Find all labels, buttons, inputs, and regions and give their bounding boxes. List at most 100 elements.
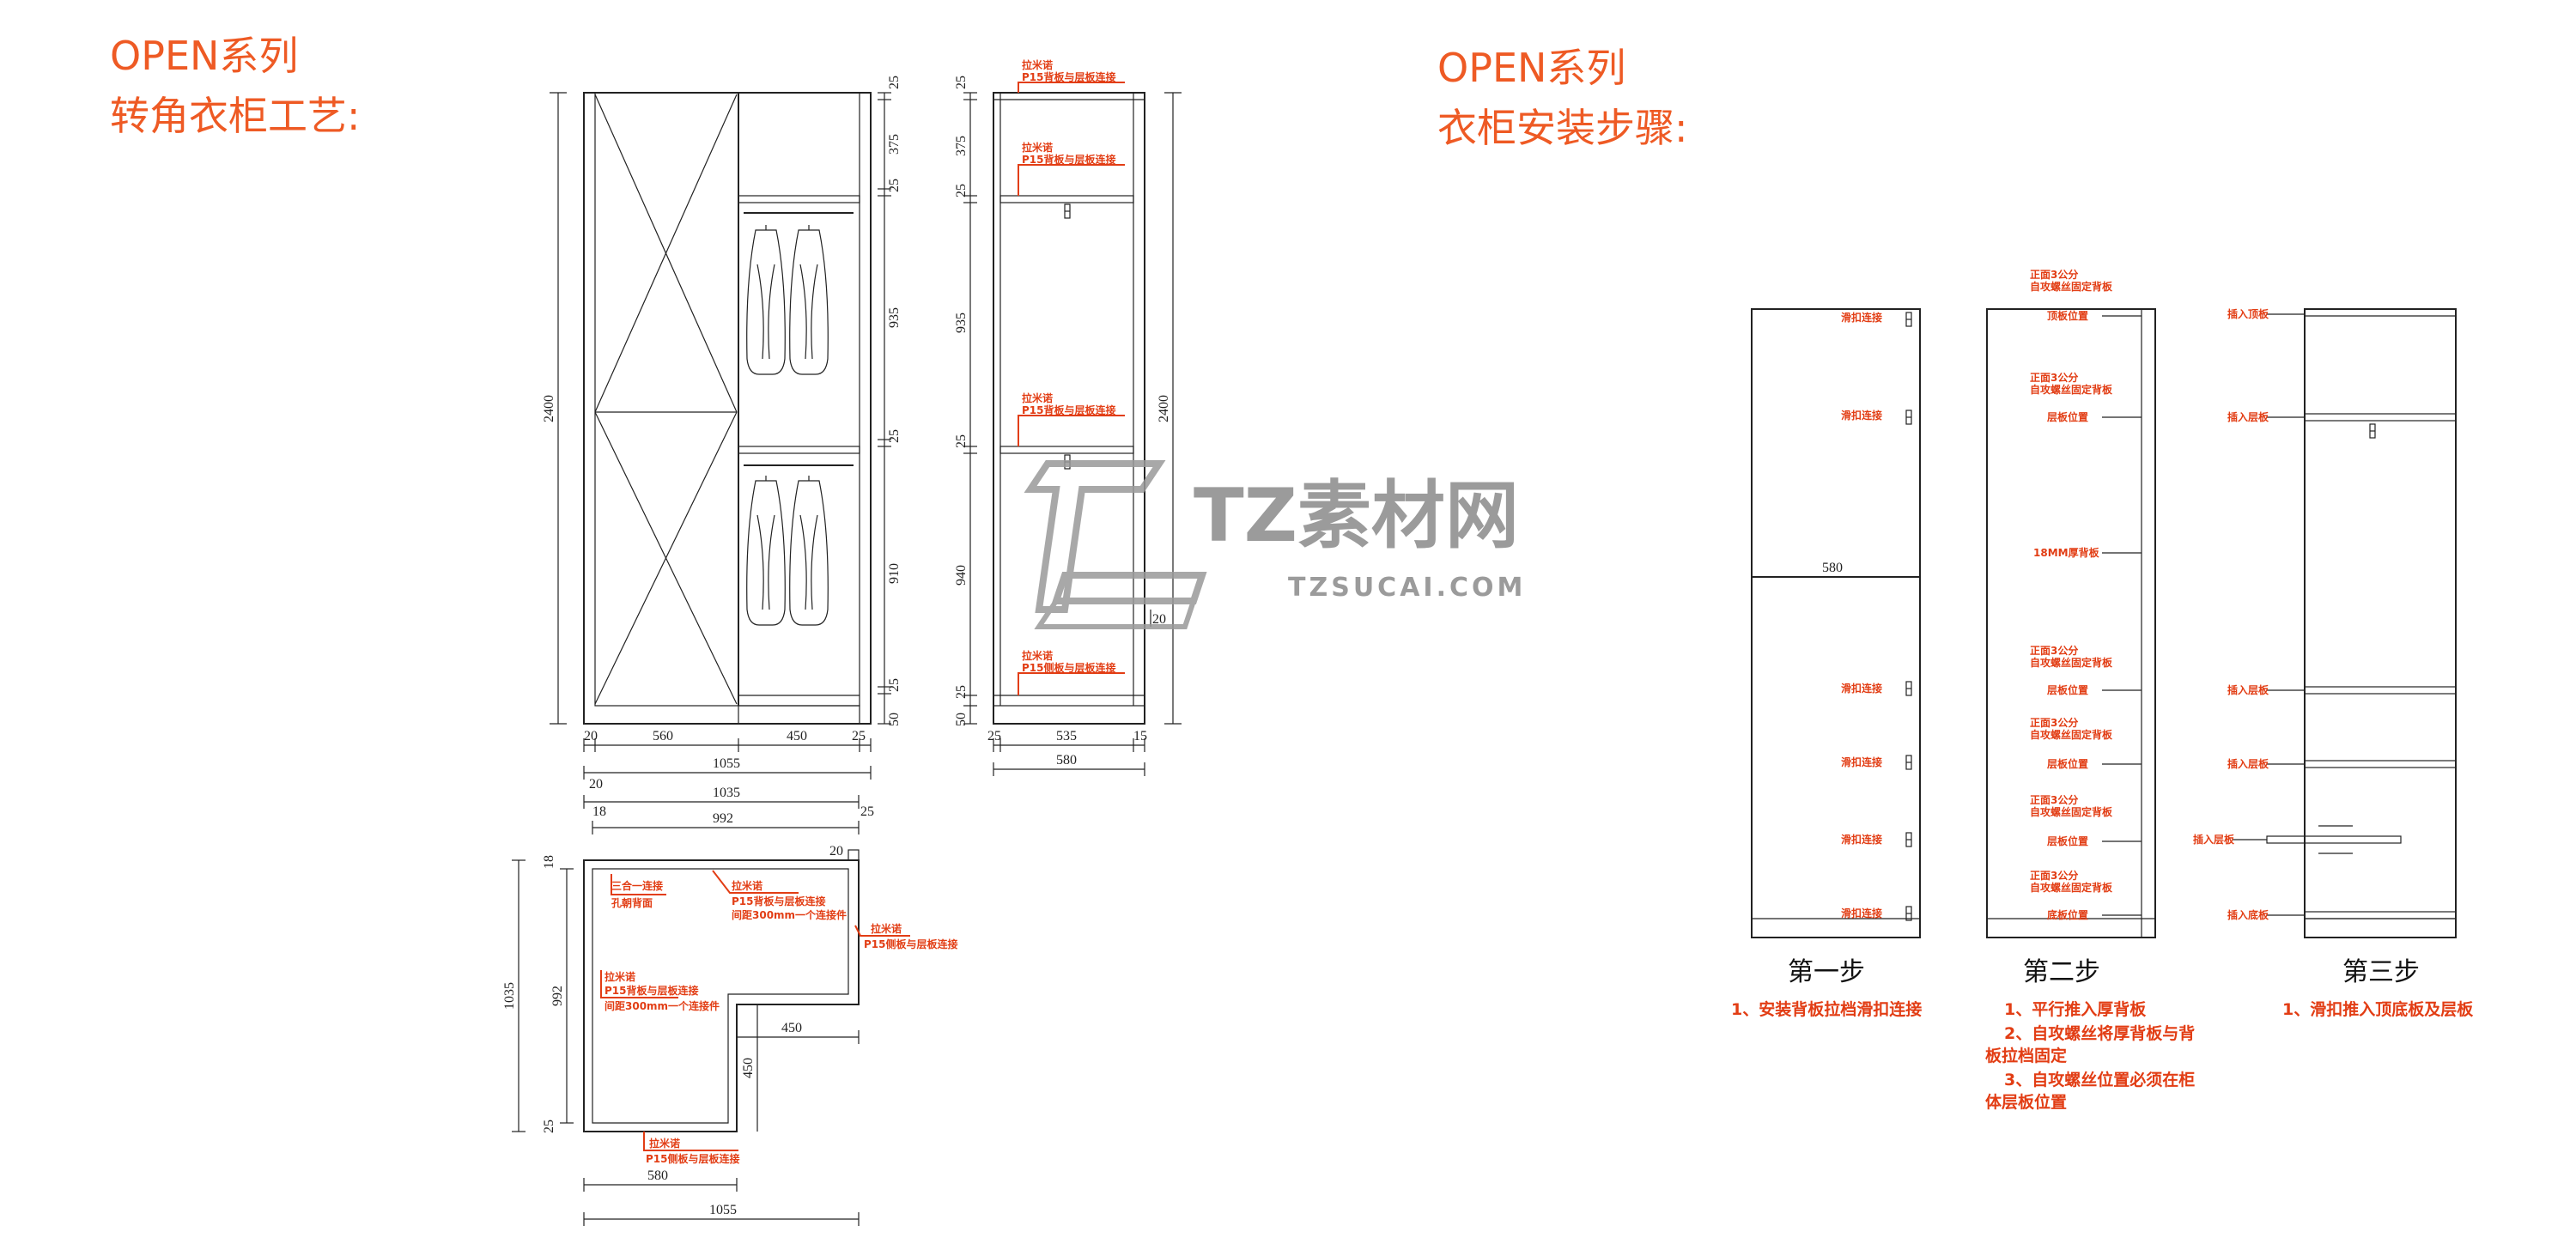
- plan-top-dim: 18: [592, 804, 606, 819]
- step-3-label: 插入层板: [2227, 410, 2269, 423]
- plan-top-dim: 1035: [713, 786, 740, 800]
- step-2-label-l1: 正面3公分: [2030, 869, 2078, 882]
- side-view: 拉米诺 P15背板与层板连接 拉米诺 P15背板与层板连接 拉米诺 P15背板与…: [954, 58, 1182, 776]
- front-seg-height: 25: [887, 678, 902, 692]
- step-3-label: 插入顶板: [2227, 307, 2269, 320]
- side-seg-height: 940: [954, 565, 969, 586]
- plan-left-dim: 18: [542, 855, 556, 869]
- step-2-label-l1: 正面3公分: [2030, 793, 2078, 806]
- side-label-title: 拉米诺: [1022, 58, 1053, 71]
- plan-bottom-1055: 1055: [709, 1203, 737, 1217]
- plan-inner-450-v: 450: [741, 1058, 756, 1078]
- step-2-title: 第二步: [2023, 957, 2100, 987]
- hanger-icon: [746, 475, 786, 626]
- step-3: 插入顶板 插入层板 插入层板 插入层板 插入层板 插入底板 第三步 1、滑扣推入…: [2193, 307, 2474, 1019]
- step-2-label-l3: 顶板位置: [2047, 309, 2088, 322]
- step-2-label-l3: 底板位置: [2047, 908, 2088, 921]
- plan-bottom-580: 580: [647, 1168, 668, 1183]
- side-height-total: 2400: [1157, 395, 1171, 422]
- plan-label-sub2: 间距300mm一个连接件: [605, 999, 720, 1012]
- step-2-label-l1: 正面3公分: [2030, 371, 2078, 384]
- front-seg-height: 375: [887, 134, 902, 155]
- front-seg-height: 25: [887, 429, 902, 443]
- plan-left-dim: 1035: [502, 982, 517, 1010]
- step-2-label-l1: 正面3公分: [2030, 268, 2078, 281]
- step-2-label-l2: 自攻螺丝固定背板: [2030, 656, 2113, 669]
- side-seg-height: 375: [954, 136, 969, 156]
- right-heading-title: 衣柜安装步骤:: [1437, 105, 1688, 151]
- front-seg-height: 50: [887, 713, 902, 726]
- front-height-total: 2400: [542, 395, 556, 422]
- plan-left-dim: 25: [542, 1120, 556, 1133]
- front-total-width: 1055: [713, 756, 740, 771]
- step-2-label-l2: 自攻螺丝固定背板: [2030, 383, 2113, 396]
- tz-logo-icon: [1024, 460, 1207, 629]
- step-1-width: 580: [1822, 561, 1843, 575]
- side-total-width: 580: [1056, 753, 1077, 768]
- plan-label-sub2: 间距300mm一个连接件: [732, 908, 847, 921]
- front-seg-height: 935: [887, 307, 902, 328]
- step-2-label-l3: 18MM厚背板: [2033, 546, 2100, 559]
- step-3-label: 插入底板: [2227, 908, 2269, 921]
- step-2-label-l2: 自攻螺丝固定背板: [2030, 881, 2113, 894]
- side-label-sub: P15背板与层板连接: [1022, 153, 1116, 166]
- side-seg-height: 50: [954, 713, 969, 726]
- right-heading-series: OPEN系列: [1437, 45, 1626, 91]
- side-seg-height: 25: [954, 184, 969, 197]
- plan-label-title: 拉米诺: [605, 970, 635, 983]
- front-bottom-width: 25: [852, 729, 866, 743]
- step-2: 正面3公分 自攻螺丝固定背板 顶板位置 正面3公分 自攻螺丝固定背板 层板位置 …: [1985, 268, 2195, 1112]
- step-2-note: 1、平行推入厚背板: [2004, 999, 2147, 1019]
- plan-label-sub: P15侧板与层板连接: [646, 1152, 740, 1165]
- front-bottom-width: 560: [653, 729, 673, 743]
- step-1-cabinet: [1751, 308, 1921, 938]
- front-bottom-width: 20: [584, 729, 598, 743]
- side-seg-height: 935: [954, 313, 969, 333]
- plan-label-sub: P15侧板与层板连接: [864, 938, 958, 950]
- plan-top-dim: 992: [713, 811, 733, 826]
- plan-label-title: 拉米诺: [649, 1137, 680, 1150]
- plan-label-title: 三合一连接: [611, 879, 663, 892]
- plan-top-dim: 20: [589, 777, 603, 792]
- step-2-label-l2: 自攻螺丝固定背板: [2030, 728, 2113, 741]
- left-heading-series: OPEN系列: [110, 33, 299, 79]
- step-2-label-l3: 层板位置: [2047, 410, 2088, 423]
- plan-view: 三合一连接 孔朝背面 拉米诺 P15背板与层板连接 间距300mm一个连接件 拉…: [502, 777, 958, 1226]
- step-1: 580 滑扣连接 滑扣连接 滑扣连接 滑扣连接 滑扣连接 滑扣连接 第一步 1、…: [1731, 308, 1922, 1019]
- left-heading-title: 转角衣柜工艺:: [110, 93, 361, 139]
- front-bottom-width: 450: [787, 729, 807, 743]
- step-2-note: 体层板位置: [1985, 1092, 2067, 1112]
- front-seg-height: 25: [887, 76, 902, 89]
- step-1-label: 滑扣连接: [1841, 756, 1882, 768]
- side-bottom-width: 15: [1133, 729, 1147, 743]
- step-2-label-l2: 自攻螺丝固定背板: [2030, 805, 2113, 818]
- step-2-note: 2、自攻螺丝将厚背板与背: [2004, 1023, 2195, 1043]
- step-2-label-l3: 层板位置: [2047, 834, 2088, 847]
- step-3-title: 第三步: [2342, 957, 2420, 987]
- step-2-note: 板拉档固定: [1985, 1046, 2067, 1065]
- plan-inner-450-h: 450: [781, 1021, 802, 1035]
- front-seg-height: 25: [887, 179, 902, 192]
- side-label-sub: P15背板与层板连接: [1022, 404, 1116, 416]
- plan-dim-20: 20: [829, 844, 843, 859]
- step-1-label: 滑扣连接: [1841, 907, 1882, 919]
- side-label-title: 拉米诺: [1022, 649, 1053, 662]
- step-1-label: 滑扣连接: [1841, 833, 1882, 846]
- step-3-note: 1、滑扣推入顶底板及层板: [2282, 999, 2474, 1019]
- hanger-icon: [789, 224, 829, 375]
- plan-label-sub: P15背板与层板连接: [605, 984, 699, 997]
- plan-label-title: 拉米诺: [732, 879, 762, 892]
- sliding-shelf: [2266, 835, 2402, 844]
- front-view: 2400 25 375 25 935 25 910 25 50 20 560 4…: [542, 76, 902, 780]
- side-seg-height: 25: [954, 76, 969, 89]
- hanger-icon: [789, 475, 829, 626]
- step-1-title: 第一步: [1788, 957, 1865, 987]
- watermark: TZ素材网 TZSUCAI.COM: [1024, 460, 1522, 629]
- step-3-cabinet: [2304, 308, 2457, 938]
- side-label-sub: P15侧板与层板连接: [1022, 661, 1116, 674]
- front-seg-height: 910: [887, 563, 902, 584]
- plan-label-title: 拉米诺: [871, 922, 902, 935]
- side-seg-height: 25: [954, 685, 969, 699]
- step-3-label: 插入层板: [2193, 833, 2235, 846]
